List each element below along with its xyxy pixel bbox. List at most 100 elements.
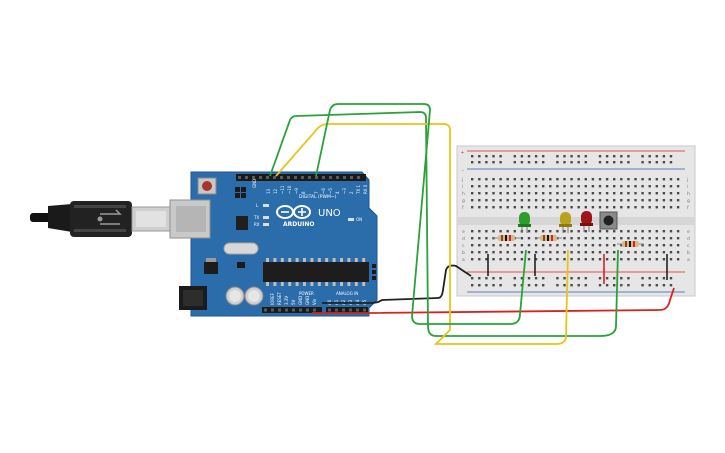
breadboard-row-letter: f bbox=[462, 205, 464, 211]
header-pin-hole[interactable] bbox=[343, 176, 346, 179]
tx-led-label: TX bbox=[253, 215, 259, 220]
digital-pin-label: ~5 bbox=[328, 188, 333, 194]
digital-pin-label: 7 bbox=[314, 191, 319, 194]
header-pin-hole[interactable] bbox=[259, 176, 262, 179]
header-pin-hole[interactable] bbox=[313, 308, 316, 312]
breadboard-row-letter: j bbox=[686, 177, 688, 183]
digital-pin-label: TX 1 bbox=[356, 185, 361, 195]
digital-pin-holes bbox=[238, 176, 360, 179]
header-pin-hole[interactable] bbox=[271, 308, 274, 312]
center-channel bbox=[457, 217, 695, 225]
resistor-2[interactable] bbox=[535, 235, 562, 241]
breadboard-row-letter: e bbox=[687, 230, 690, 235]
header-pin-hole[interactable] bbox=[306, 308, 309, 312]
digital-pin-label: RX 0 bbox=[363, 184, 368, 194]
power-label: POWER bbox=[299, 291, 314, 296]
arduino-infinity-logo-icon bbox=[276, 205, 311, 219]
header-pin-hole[interactable] bbox=[273, 176, 276, 179]
breadboard-row-letter: h bbox=[687, 191, 690, 197]
header-pin-hole[interactable] bbox=[238, 176, 241, 179]
header-pin-hole[interactable] bbox=[342, 308, 345, 312]
pushbutton[interactable] bbox=[599, 211, 618, 230]
header-pin-hole[interactable] bbox=[280, 176, 283, 179]
wire-green-led[interactable] bbox=[315, 103, 527, 325]
header-pin-hole[interactable] bbox=[315, 176, 318, 179]
digital-pin-label: 8 bbox=[301, 191, 306, 194]
breadboard-row-letter: b bbox=[462, 250, 465, 256]
power-pin-label: 3.3V bbox=[284, 296, 289, 305]
breadboard-row-letter: c bbox=[462, 244, 465, 249]
voltage-regulator bbox=[204, 262, 218, 274]
header-pin-hole[interactable] bbox=[278, 308, 281, 312]
analog-header bbox=[326, 307, 368, 313]
digital-pin-label: 2 bbox=[349, 191, 354, 194]
breadboard-row-letter: d bbox=[687, 236, 690, 242]
reset-button-cap[interactable] bbox=[202, 181, 212, 191]
digital-pin-label: 4 bbox=[335, 191, 340, 194]
breadboard-row-letter: h bbox=[462, 191, 465, 197]
header-pin-hole[interactable] bbox=[266, 176, 269, 179]
header-pin-hole[interactable] bbox=[264, 308, 267, 312]
header-pin-hole[interactable] bbox=[299, 308, 302, 312]
rx-led-label: RX bbox=[254, 222, 260, 227]
header-pin-hole[interactable] bbox=[328, 308, 331, 312]
breadboard-row-letter: i bbox=[462, 184, 463, 190]
header-pin-hole[interactable] bbox=[335, 308, 338, 312]
resistor-3[interactable] bbox=[617, 241, 644, 247]
breadboard-row-letter: a bbox=[462, 258, 465, 263]
header-pin-hole[interactable] bbox=[308, 176, 311, 179]
header-pin-hole[interactable] bbox=[301, 176, 304, 179]
wire-green-button[interactable] bbox=[269, 111, 619, 337]
header-pin-hole[interactable] bbox=[252, 176, 255, 179]
digital-pin-label: ~3 bbox=[342, 188, 347, 194]
power-pin-label: 5V bbox=[291, 299, 296, 305]
digital-pin-label: 13 bbox=[266, 188, 271, 194]
header-pin-hole[interactable] bbox=[294, 176, 297, 179]
breadboard-row-letter: c bbox=[687, 244, 690, 249]
header-pin-hole[interactable] bbox=[287, 176, 290, 179]
led-yellow[interactable] bbox=[559, 212, 572, 233]
header-pin-hole[interactable] bbox=[349, 308, 352, 312]
header-pin-hole[interactable] bbox=[322, 176, 325, 179]
header-pin-hole[interactable] bbox=[329, 176, 332, 179]
wire-5v[interactable] bbox=[312, 287, 675, 314]
breadboard-row-letter: g bbox=[462, 199, 465, 204]
header-pin-hole[interactable] bbox=[336, 176, 339, 179]
digital-pin-label: ~6 bbox=[321, 188, 326, 194]
crystal-oscillator bbox=[223, 242, 259, 255]
digital-pin-label: ~11 bbox=[280, 185, 285, 194]
usb-cable bbox=[30, 201, 171, 237]
usb-symbol-icon bbox=[100, 209, 122, 225]
rx-led bbox=[263, 223, 269, 226]
on-led-label: ON bbox=[356, 217, 362, 222]
breadboard-holes bbox=[471, 155, 680, 287]
header-pin-hole[interactable] bbox=[350, 176, 353, 179]
capacitors bbox=[225, 286, 264, 306]
led-red[interactable] bbox=[580, 211, 593, 232]
power-pin-label: RESET bbox=[277, 292, 282, 305]
brand-text: ARDUINO bbox=[283, 221, 314, 228]
breadboard-row-letter: b bbox=[687, 250, 690, 256]
header-pin-hole[interactable] bbox=[285, 308, 288, 312]
analog-label: ANALOG IN bbox=[336, 291, 358, 296]
resistor-1[interactable] bbox=[493, 235, 520, 241]
wire-yellow-led[interactable] bbox=[275, 123, 569, 345]
rail-minus-label: - bbox=[462, 168, 464, 174]
breadboard-row-letter: i bbox=[687, 184, 688, 190]
led-green[interactable] bbox=[518, 212, 531, 233]
icsp2-header bbox=[372, 264, 376, 280]
digital-pin-label: 12 bbox=[273, 188, 278, 194]
header-pin-hole[interactable] bbox=[356, 308, 359, 312]
header-pin-hole[interactable] bbox=[292, 308, 295, 312]
header-pin-hole[interactable] bbox=[357, 176, 360, 179]
breadboard-row-letter: d bbox=[462, 236, 465, 242]
power-pin-label: GND bbox=[305, 296, 310, 305]
l-led-label: L bbox=[256, 203, 259, 208]
header-pin-hole[interactable] bbox=[245, 176, 248, 179]
usb-cable-boot bbox=[48, 204, 72, 232]
header-pin-hole[interactable] bbox=[363, 308, 366, 312]
